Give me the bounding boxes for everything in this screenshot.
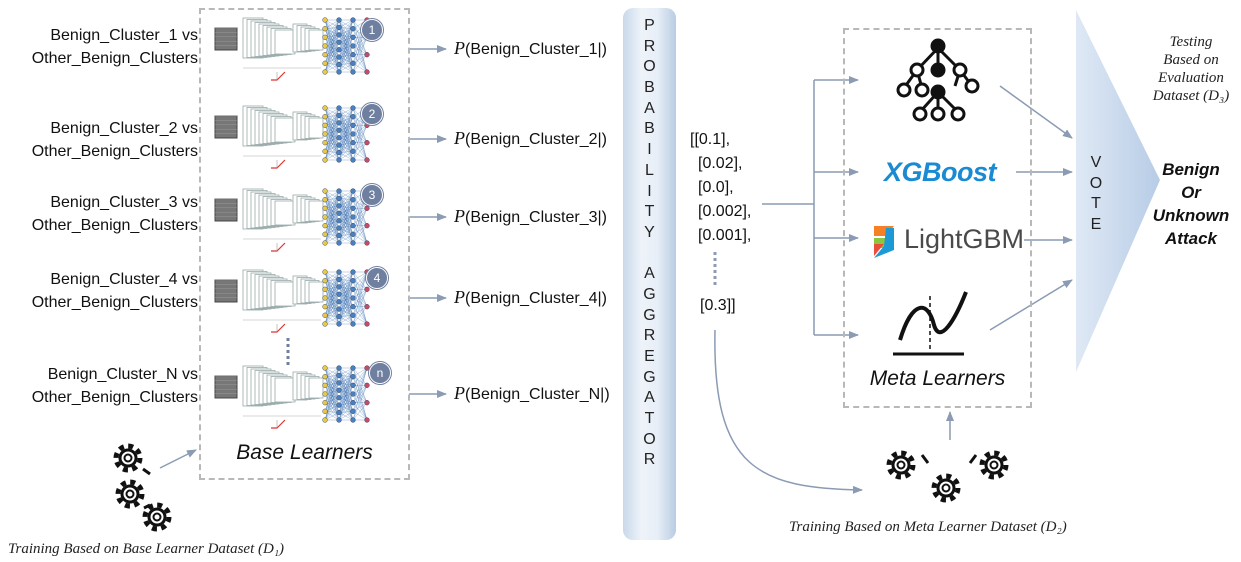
aggregator-letter: A <box>644 389 655 407</box>
testing-line: Testing <box>1169 34 1213 50</box>
aggregator-letter: O <box>643 430 656 448</box>
cnn-diagram-4 <box>213 266 387 334</box>
base-gears-arrow <box>159 449 197 469</box>
testing-line: Evaluation <box>1158 70 1224 86</box>
aggregator-letter: Y <box>644 223 655 241</box>
aggregator-letter <box>623 244 676 265</box>
prob-label-n: P(Benign_Cluster_N|) <box>454 383 610 403</box>
aggregator-letter: R <box>643 37 656 55</box>
aggregator-letter: T <box>644 410 655 428</box>
prob-vector-line-6: [0.3]] <box>700 297 736 314</box>
meta-training-caption: Training Based on Meta Learner Dataset (… <box>789 519 1067 535</box>
aggregator-letter: R <box>643 327 656 345</box>
aggregator-letter: B <box>644 79 655 97</box>
base-learners-box <box>199 8 410 480</box>
prob-vector-line-2: [0.02], <box>698 155 743 172</box>
vote-letter: V <box>1090 154 1102 171</box>
testing-line: Based on <box>1163 52 1219 68</box>
badge-4: 4 <box>366 267 388 289</box>
prob-vector-line-5: [0.001], <box>698 227 752 244</box>
cnn-diagram-1 <box>213 14 387 82</box>
outcome-line: Or <box>1181 183 1201 202</box>
meta-learner-curve-icon <box>893 291 968 356</box>
prob-vector-line-4: [0.002], <box>698 203 752 220</box>
vote-letter: E <box>1090 215 1102 233</box>
lightgbm-logo-text: LightGBM <box>904 224 1025 254</box>
prob-label-2: P(Benign_Cluster_2|) <box>454 128 608 148</box>
meta-learners-box <box>843 28 1032 408</box>
aggregator-letter: B <box>644 120 655 138</box>
aggregator-letter: L <box>645 161 654 179</box>
meta-gears-icon <box>889 453 1006 500</box>
badge-1: 1 <box>361 19 383 41</box>
vote-letter: O <box>1089 174 1103 192</box>
vote-letter: T <box>1091 195 1101 213</box>
aggregator-letter: G <box>643 306 656 324</box>
aggregator-letter: I <box>647 182 652 200</box>
decision-tree-icon <box>896 38 980 122</box>
base-learners-title: Base Learners <box>236 441 373 464</box>
aggregator-letter: I <box>647 141 652 159</box>
testing-line: Dataset (D₃) <box>1152 88 1230 104</box>
vote-funnel <box>1076 10 1160 372</box>
aggregator-letter: O <box>643 58 656 76</box>
aggregator-letter: T <box>644 203 655 221</box>
aggregator-letter: R <box>643 451 656 469</box>
badge-3: 3 <box>361 184 383 206</box>
prob-vector-line-1: [[0.1], <box>690 131 731 148</box>
aggregator-letter: P <box>644 17 655 34</box>
cnn-diagram-2 <box>213 102 387 170</box>
xgboost-logo: XGBoost <box>884 157 997 187</box>
cnn-diagram-n <box>213 362 387 430</box>
outcome-line: Unknown <box>1152 206 1230 225</box>
meta-training-arrow <box>714 329 863 494</box>
prob-label-3: P(Benign_Cluster_3|) <box>454 206 608 226</box>
base-gears-icon <box>116 446 169 529</box>
aggregator-letter: A <box>644 99 655 117</box>
prob-vector-line-3: [0.0], <box>698 179 734 196</box>
aggregator-letter: G <box>643 368 656 386</box>
badge-2: 2 <box>361 103 383 125</box>
lightgbm-logo-icon <box>874 226 894 258</box>
meta-learners-title: Meta Learners <box>869 367 1006 390</box>
outcome-line: Benign <box>1162 160 1220 179</box>
aggregator-letter: A <box>644 265 655 283</box>
prob-label-1: P(Benign_Cluster_1|) <box>454 38 608 58</box>
prob-label-4: P(Benign_Cluster_4|) <box>454 287 608 307</box>
cnn-diagram-3 <box>213 185 387 253</box>
base-training-caption: Training Based on Base Learner Dataset (… <box>8 541 285 557</box>
outcome-line: Attack <box>1165 229 1217 248</box>
aggregator-letter: G <box>643 285 656 303</box>
aggregator-letter: E <box>644 348 655 365</box>
badge-n: n <box>369 362 391 384</box>
